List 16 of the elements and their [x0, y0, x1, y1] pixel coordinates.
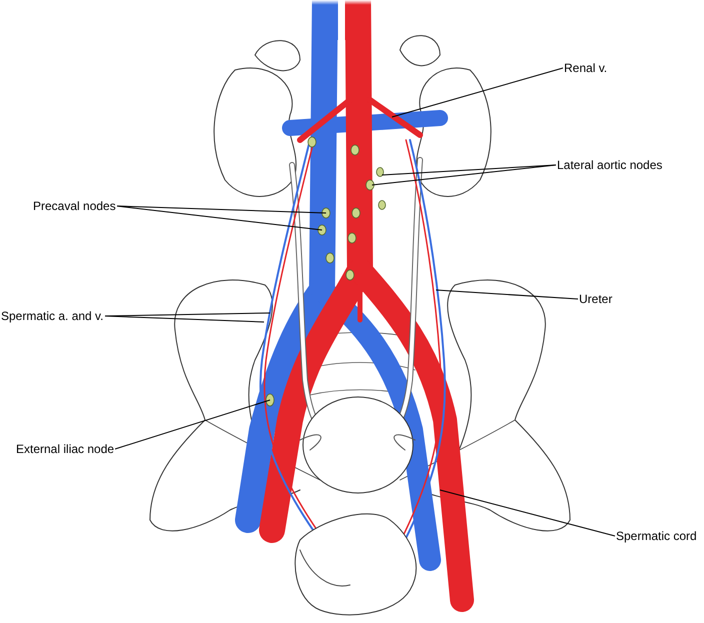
leader-line	[114, 400, 270, 450]
leader-line	[116, 206, 326, 214]
label-text: Renal v.	[564, 61, 608, 75]
label-text: Spermatic a. and v.	[1, 309, 104, 323]
label-text: Spermatic cord	[616, 529, 697, 543]
leader-line	[116, 206, 322, 230]
label-text: Precaval nodes	[33, 199, 116, 213]
leader-line	[372, 164, 556, 186]
label-text: External iliac node	[16, 442, 114, 456]
label-text: Ureter	[579, 292, 612, 306]
leader-line	[440, 490, 616, 536]
leader-line	[104, 316, 264, 322]
leader-line	[382, 164, 556, 176]
leader-line	[392, 68, 564, 118]
leader-line	[436, 290, 578, 300]
label-text: Lateral aortic nodes	[557, 158, 662, 172]
